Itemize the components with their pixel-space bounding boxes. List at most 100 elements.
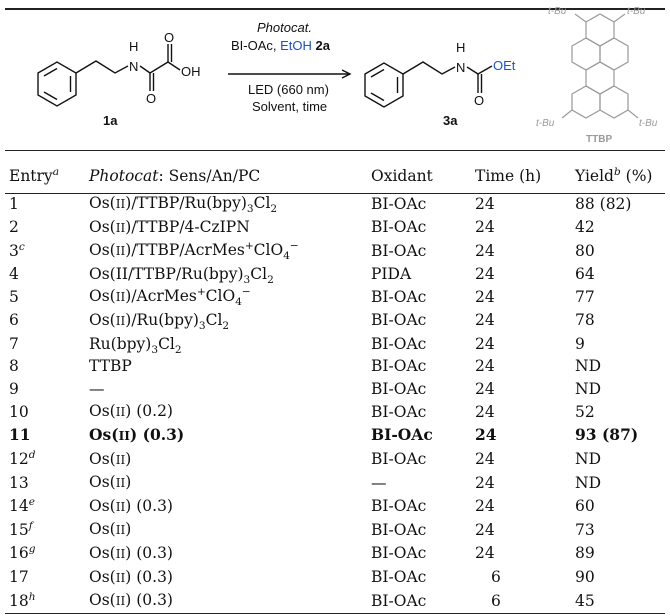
cell-yield: 9 xyxy=(575,334,585,353)
cell-entry: 18h xyxy=(9,590,36,610)
cell-entry: 13 xyxy=(9,473,29,492)
substrate-nh-h: H xyxy=(129,39,138,54)
product-nh-h: H xyxy=(456,40,465,55)
cell-oxidant: BI-OAc xyxy=(371,357,427,376)
table-row: 15f Os(II) BI-OAc 24 73 xyxy=(5,518,665,542)
cell-time: 6 xyxy=(491,568,501,586)
cell-entry: 16g xyxy=(9,543,36,563)
cell-yield: ND xyxy=(575,450,601,469)
cell-entry: 14e xyxy=(9,496,35,516)
product-oet: OEt xyxy=(493,58,516,73)
header-oxidant: Oxidant xyxy=(371,167,433,185)
cell-oxidant: BI-OAc xyxy=(371,402,427,421)
header-entry: Entrya xyxy=(9,165,59,185)
cell-time: 24 xyxy=(475,311,495,330)
cell-time: 24 xyxy=(475,194,495,213)
cell-yield: 80 xyxy=(575,241,595,260)
cell-photocat: Os(II)/TTBP/4-CzIPN xyxy=(89,217,250,236)
cell-photocat: Os(II) xyxy=(89,449,132,468)
substrate-o-bottom: O xyxy=(146,91,156,106)
cell-yield: 89 xyxy=(575,544,595,563)
cell-yield: ND xyxy=(575,379,601,398)
top-rule xyxy=(5,8,665,10)
cell-photocat: Os(II) xyxy=(89,473,132,492)
cell-photocat: Os(II) (0.3) xyxy=(89,567,173,586)
cell-photocat: Os(II)/TTBP/Ru(bpy)3Cl2 xyxy=(89,194,278,216)
cell-photocat: Os(II)/Ru(bpy)3Cl2 xyxy=(89,310,230,333)
cell-entry: 1 xyxy=(9,194,19,213)
cell-time: 24 xyxy=(475,450,495,469)
cell-photocat: Os(II) (0.2) xyxy=(89,402,173,421)
cell-oxidant: BI-OAc xyxy=(371,544,427,563)
cell-photocat: — xyxy=(89,379,105,398)
substrate-chain xyxy=(75,60,129,74)
substrate-benzene-ring xyxy=(37,61,77,107)
cell-time: 24 xyxy=(475,241,495,260)
product-nh-n: N xyxy=(456,60,465,75)
cell-entry: 17 xyxy=(9,568,29,586)
cell-time: 24 xyxy=(475,287,495,306)
cell-entry: 7 xyxy=(9,334,19,353)
table-row: 9 — BI-OAc 24 ND xyxy=(5,378,665,401)
cell-photocat: Os(II) xyxy=(89,520,132,539)
cell-oxidant: BI-OAc xyxy=(371,450,427,469)
cell-photocat: Os(II) (0.3) xyxy=(89,424,185,444)
cell-photocat: Os(II)/TTBP/AcrMes+ClO4− xyxy=(89,240,299,263)
cell-oxidant: BI-OAc xyxy=(371,379,427,398)
cell-yield: 73 xyxy=(575,520,595,539)
cell-entry: 4 xyxy=(9,264,19,283)
cell-photocat: Os(II) (0.3) xyxy=(89,496,173,515)
cell-entry: 3c xyxy=(9,240,25,260)
cell-entry: 15f xyxy=(9,519,33,539)
substrate-oh: OH xyxy=(181,64,201,79)
cell-yield: 45 xyxy=(575,591,595,610)
ttbp-tbu-bottom-right: t-Bu xyxy=(639,118,658,129)
ttbp-tbu-bottom-left: t-Bu xyxy=(536,118,555,129)
cell-time: 24 xyxy=(475,264,495,283)
cell-entry: 8 xyxy=(9,357,19,376)
cell-oxidant: BI-OAc xyxy=(371,568,427,586)
scheme-bottom-rule xyxy=(5,150,665,151)
cell-time: 24 xyxy=(475,402,495,421)
cell-yield: 52 xyxy=(575,402,595,421)
cell-time: 24 xyxy=(475,497,495,516)
cell-oxidant: BI-OAc xyxy=(371,425,433,445)
cell-oxidant: PIDA xyxy=(371,264,412,283)
cell-entry: 9 xyxy=(9,379,19,398)
cell-oxidant: BI-OAc xyxy=(371,520,427,539)
header-bottom-rule xyxy=(5,193,665,194)
cell-yield: 90 xyxy=(575,568,595,586)
cell-photocat: Os(II) (0.3) xyxy=(89,591,173,610)
cell-time: 6 xyxy=(491,591,501,610)
reagent-prefix: BI-OAc, xyxy=(231,38,280,53)
header-time: Time (h) xyxy=(475,167,542,185)
cell-photocat: Os(II/TTBP/Ru(bpy)3Cl2 xyxy=(89,264,274,286)
cell-time: 24 xyxy=(475,379,495,398)
cell-entry: 5 xyxy=(9,287,19,306)
cell-time: 24 xyxy=(475,425,497,445)
ttbp-label: TTBP xyxy=(586,134,612,145)
table-row: 3c Os(II)/TTBP/AcrMes+ClO4− BI-OAc 24 80 xyxy=(5,239,665,263)
cell-oxidant: — xyxy=(371,473,387,492)
cell-yield: 77 xyxy=(575,287,595,306)
cell-oxidant: BI-OAc xyxy=(371,241,427,260)
product-chain xyxy=(402,61,456,75)
cell-oxidant: BI-OAc xyxy=(371,194,427,213)
cell-photocat: Ru(bpy)3Cl2 xyxy=(89,334,182,356)
cell-time: 24 xyxy=(475,520,495,539)
bottom-rule xyxy=(5,613,665,614)
cell-entry: 2 xyxy=(9,218,19,237)
cell-entry: 6 xyxy=(9,311,19,330)
substrate-label: 1a xyxy=(103,113,118,128)
cell-oxidant: BI-OAc xyxy=(371,287,427,306)
reagent-id: 2a xyxy=(316,38,331,53)
cell-yield: 78 xyxy=(575,311,595,330)
